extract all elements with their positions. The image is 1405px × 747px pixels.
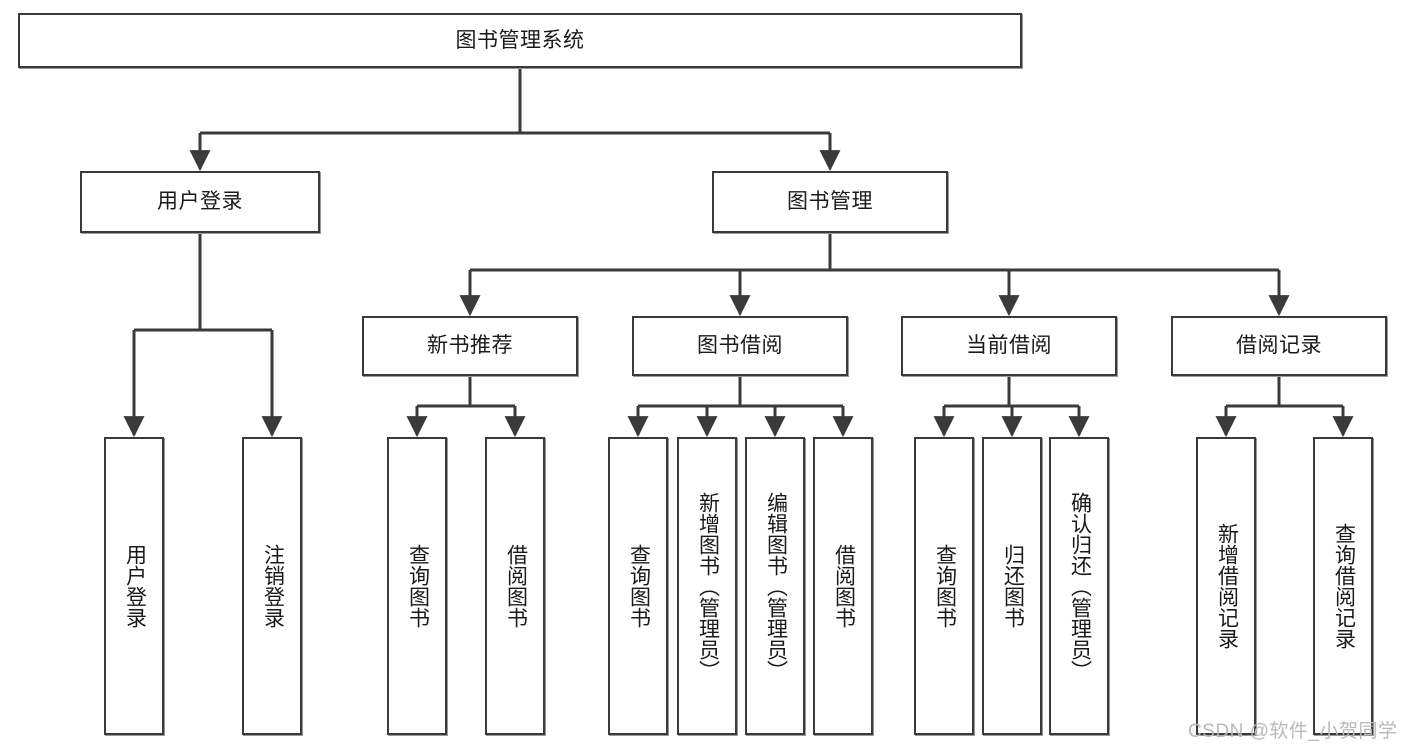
node-label: 借阅记录 bbox=[1236, 334, 1322, 358]
node-leaf-logout[interactable]: 注销登录 bbox=[242, 437, 302, 735]
node-book-manage[interactable]: 图书管理 bbox=[712, 171, 948, 233]
node-new-book-rec[interactable]: 新书推荐 bbox=[362, 316, 578, 376]
csdn-watermark: CSDN @软件_小贺同学 bbox=[1188, 721, 1398, 742]
node-label: 新书推荐 bbox=[427, 334, 513, 358]
node-label: 新增图书（管理员） bbox=[696, 491, 720, 681]
node-leaf-borrow-book-2[interactable]: 借阅图书 bbox=[813, 437, 873, 735]
node-label: 查询图书 bbox=[933, 544, 957, 628]
node-label: 查询图书 bbox=[406, 544, 430, 628]
node-label: 当前借阅 bbox=[966, 334, 1052, 358]
node-label: 查询借阅记录 bbox=[1332, 523, 1356, 649]
node-leaf-query-record[interactable]: 查询借阅记录 bbox=[1313, 437, 1373, 735]
node-label: 图书管理 bbox=[787, 190, 873, 214]
node-leaf-add-book[interactable]: 新增图书（管理员） bbox=[677, 437, 737, 735]
node-user-login[interactable]: 用户登录 bbox=[80, 171, 320, 233]
node-label: 图书管理系统 bbox=[455, 28, 585, 52]
node-label: 确认归还（管理员） bbox=[1068, 491, 1092, 681]
node-leaf-confirm-return[interactable]: 确认归还（管理员） bbox=[1049, 437, 1109, 735]
node-borrow-record[interactable]: 借阅记录 bbox=[1171, 316, 1387, 376]
node-leaf-query-book-2[interactable]: 查询图书 bbox=[608, 437, 668, 735]
node-leaf-borrow-book-1[interactable]: 借阅图书 bbox=[485, 437, 545, 735]
node-label: 注销登录 bbox=[261, 544, 285, 628]
node-book-borrow[interactable]: 图书借阅 bbox=[632, 316, 848, 376]
node-leaf-add-record[interactable]: 新增借阅记录 bbox=[1196, 437, 1256, 735]
node-label: 归还图书 bbox=[1001, 544, 1025, 628]
node-label: 用户登录 bbox=[123, 544, 147, 628]
node-leaf-query-book-3[interactable]: 查询图书 bbox=[914, 437, 974, 735]
node-label: 新增借阅记录 bbox=[1215, 523, 1239, 649]
node-label: 借阅图书 bbox=[504, 544, 528, 628]
node-leaf-return-book[interactable]: 归还图书 bbox=[982, 437, 1042, 735]
node-label: 编辑图书（管理员） bbox=[764, 491, 788, 681]
node-label: 用户登录 bbox=[157, 190, 243, 214]
node-label: 图书借阅 bbox=[697, 334, 783, 358]
node-root[interactable]: 图书管理系统 bbox=[18, 13, 1022, 68]
node-leaf-edit-book[interactable]: 编辑图书（管理员） bbox=[745, 437, 805, 735]
node-leaf-query-book-1[interactable]: 查询图书 bbox=[387, 437, 447, 735]
node-leaf-user-login[interactable]: 用户登录 bbox=[104, 437, 164, 735]
node-label: 借阅图书 bbox=[832, 544, 856, 628]
node-current-borrow[interactable]: 当前借阅 bbox=[901, 316, 1117, 376]
node-label: 查询图书 bbox=[627, 544, 651, 628]
